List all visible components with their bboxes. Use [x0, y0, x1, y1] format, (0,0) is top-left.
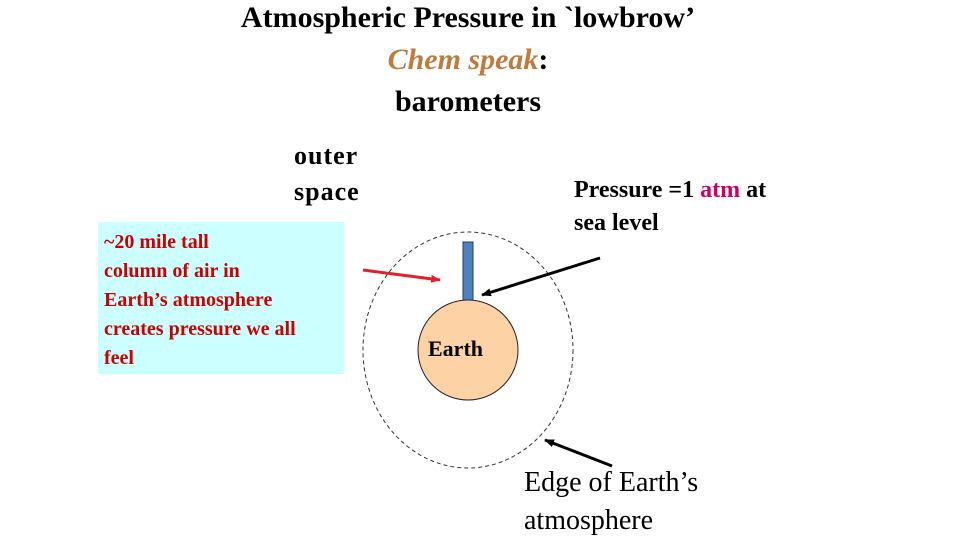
red-arrow — [363, 270, 440, 280]
edge-arrow — [545, 440, 612, 466]
edge-line-1: Edge of Earth’s — [524, 464, 698, 502]
edge-of-atmosphere-label: Edge of Earth’s atmosphere — [524, 464, 698, 540]
air-column-bar — [463, 242, 473, 300]
edge-line-2: atmosphere — [524, 502, 698, 540]
pressure-arrow — [482, 258, 600, 295]
earth-label: Earth — [428, 336, 483, 362]
